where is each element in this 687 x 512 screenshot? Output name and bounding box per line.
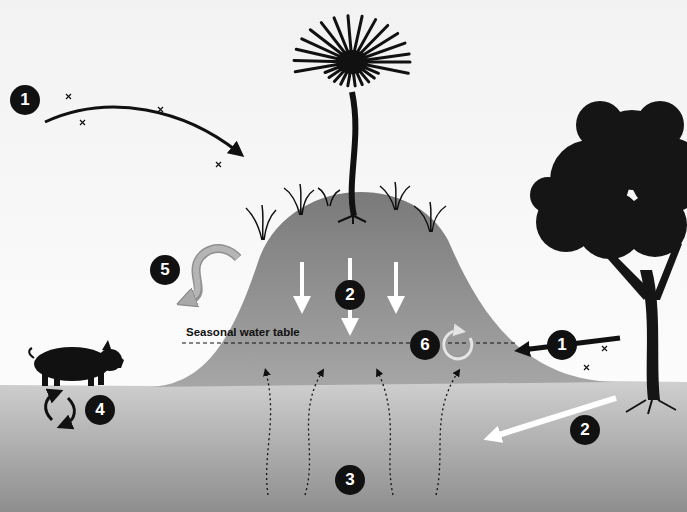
- rainfall-arrow: [45, 107, 238, 152]
- exchange-arrow: [186, 249, 238, 301]
- pandanus-tree: [294, 16, 410, 224]
- disturbance-arrows: [46, 393, 75, 425]
- eucalypt-tree: [530, 101, 687, 414]
- water-table-line: [182, 342, 515, 343]
- callout-discs: [10, 85, 600, 495]
- callout-number: 2: [570, 415, 600, 445]
- mound: [150, 192, 612, 387]
- callout-number: 3: [335, 465, 365, 495]
- infiltration-arrows: [302, 258, 396, 327]
- upwelling-arrows: [266, 372, 458, 495]
- recycling-arrow: [444, 331, 472, 359]
- callout-number: 1: [10, 85, 40, 115]
- callout-number: 1: [547, 330, 577, 360]
- grass-tufts: [246, 182, 446, 240]
- callout-number: 4: [85, 395, 115, 425]
- water-table-label: Seasonal water table: [186, 326, 300, 338]
- recycling-arrow-outline: [443, 330, 471, 358]
- feral-pig: [29, 340, 124, 386]
- particle-marks: [66, 94, 607, 370]
- callout-number: 2: [335, 280, 365, 310]
- callout-number: 5: [150, 255, 180, 285]
- callout-number: 6: [410, 330, 440, 360]
- ground: [0, 381, 687, 512]
